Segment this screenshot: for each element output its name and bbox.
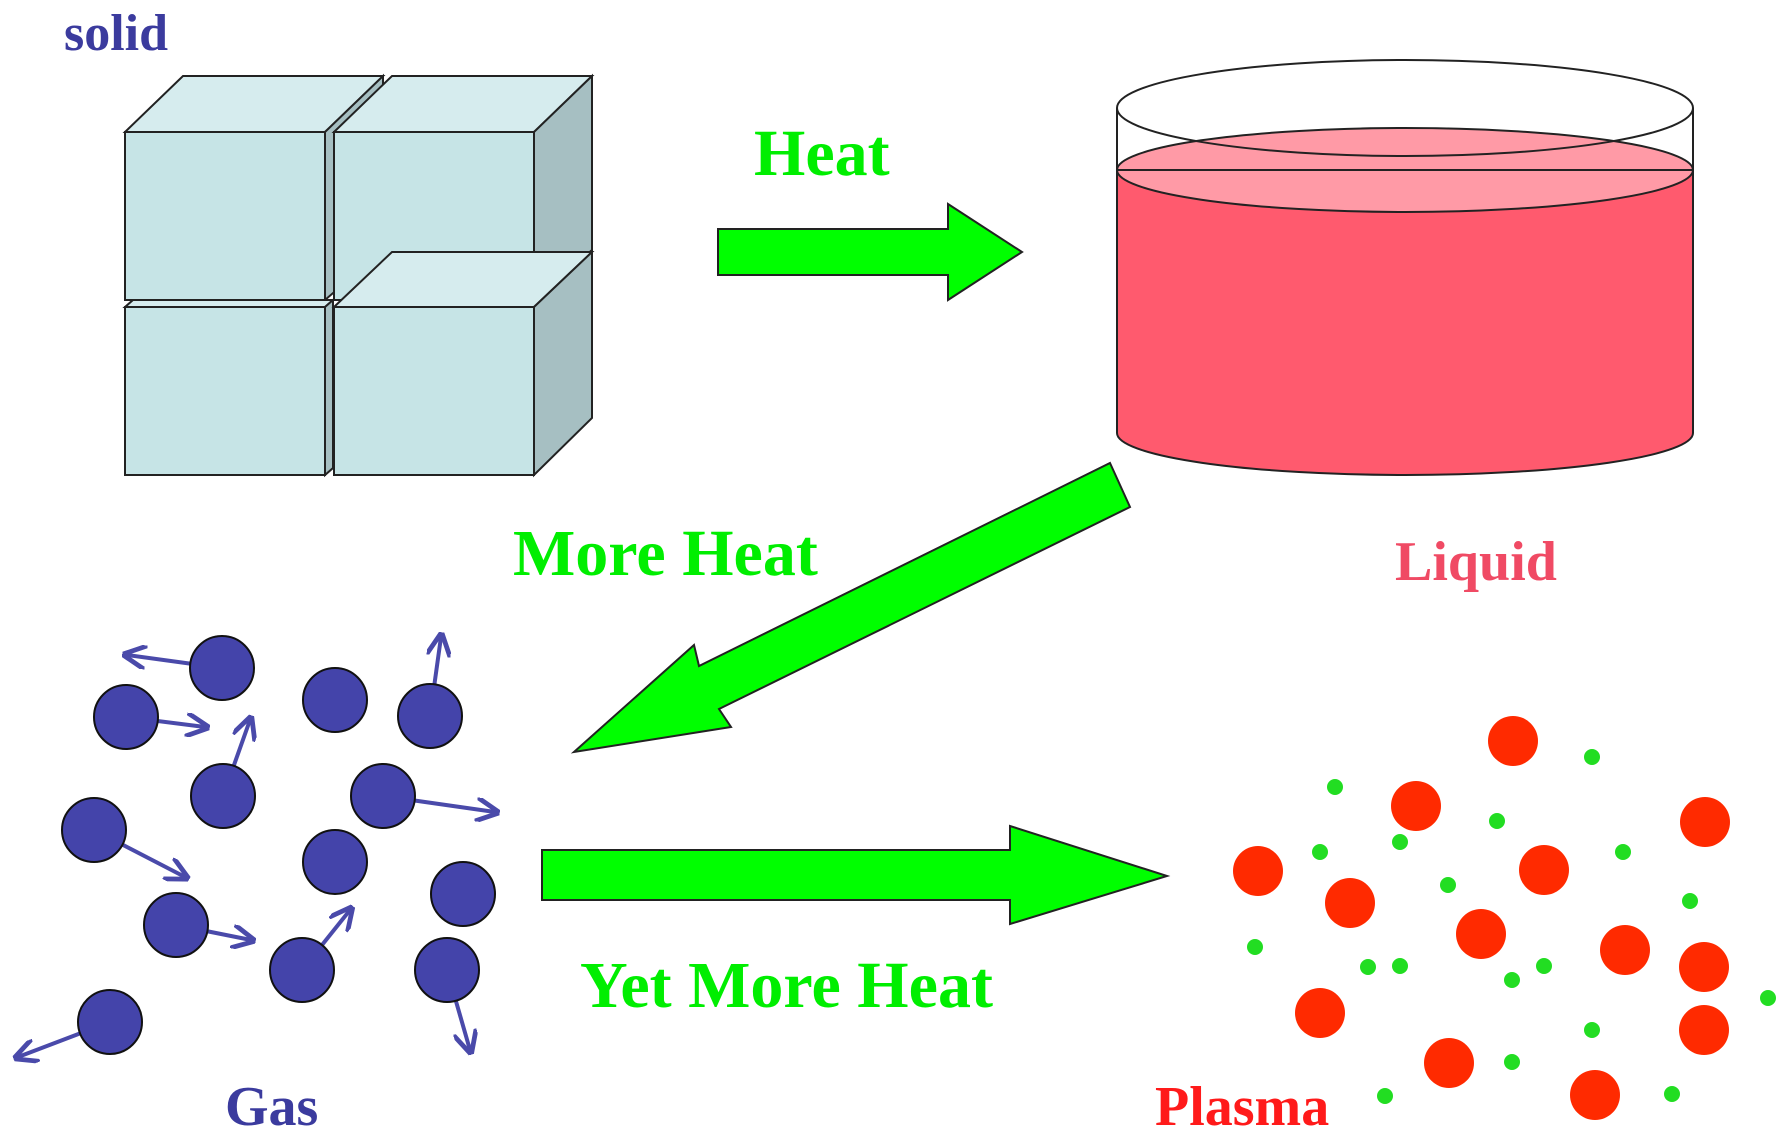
cube-bottom-right	[331, 249, 595, 478]
plasma-electron	[1440, 877, 1456, 893]
gas-molecule	[93, 684, 159, 750]
plasma-ion	[1391, 781, 1441, 831]
plasma-electron	[1504, 972, 1520, 988]
yet-more-heat-label: Yet More Heat	[580, 949, 993, 1022]
plasma-ion	[1325, 878, 1375, 928]
plasma-ion	[1679, 1005, 1729, 1055]
solid-cubes	[122, 73, 595, 478]
plasma-label: Plasma	[1155, 1076, 1329, 1132]
plasma-electron	[1327, 779, 1343, 795]
gas-molecule	[77, 989, 143, 1055]
gas-particle	[61, 797, 185, 877]
gas-label: Gas	[225, 1076, 318, 1132]
gas-molecule	[269, 937, 335, 1003]
gas-molecule	[414, 937, 480, 1003]
gas-molecule	[302, 829, 368, 895]
plasma-electron	[1760, 990, 1776, 1006]
plasma-ion	[1233, 846, 1283, 896]
heat-arrow	[717, 202, 1024, 302]
gas-particle	[430, 861, 496, 927]
plasma-electron	[1615, 844, 1631, 860]
gas-particles	[18, 636, 495, 1057]
plasma-electron	[1360, 959, 1376, 975]
gas-molecule	[430, 861, 496, 927]
plasma-particles	[1233, 716, 1776, 1120]
liquid-label: Liquid	[1395, 531, 1557, 593]
plasma-electron	[1584, 749, 1600, 765]
gas-particle	[93, 684, 205, 750]
gas-particle	[269, 910, 350, 1003]
plasma-electron	[1504, 1054, 1520, 1070]
gas-particle	[302, 667, 368, 733]
plasma-ion	[1488, 716, 1538, 766]
plasma-electron	[1682, 893, 1698, 909]
plasma-electron	[1312, 844, 1328, 860]
solid-label: solid	[64, 5, 168, 62]
gas-molecule	[189, 635, 255, 701]
gas-molecule	[397, 683, 463, 749]
gas-molecule	[350, 763, 416, 829]
liquid-container	[1116, 59, 1694, 476]
cube-bottom-left	[122, 297, 336, 478]
plasma-electron	[1392, 958, 1408, 974]
gas-particle	[190, 720, 256, 829]
gas-particle	[302, 829, 368, 895]
gas-molecule	[143, 892, 209, 958]
cube-top-right	[331, 73, 595, 303]
gas-molecule	[302, 667, 368, 733]
more-heat-arrow	[570, 461, 1132, 754]
gas-particle	[127, 635, 255, 701]
gas-particle	[18, 989, 143, 1057]
gas-molecule	[190, 763, 256, 829]
more-heat-label: More Heat	[513, 517, 818, 590]
plasma-ion	[1519, 845, 1569, 895]
gas-particle	[143, 892, 251, 958]
gas-molecule	[61, 797, 127, 863]
plasma-electron	[1664, 1086, 1680, 1102]
plasma-ion	[1680, 797, 1730, 847]
plasma-electron	[1536, 958, 1552, 974]
plasma-electron	[1247, 939, 1263, 955]
plasma-ion	[1679, 942, 1729, 992]
plasma-electron	[1392, 834, 1408, 850]
plasma-ion	[1456, 909, 1506, 959]
gas-particle	[397, 637, 463, 749]
plasma-ion	[1424, 1038, 1474, 1088]
yet-more-heat-arrow	[541, 824, 1171, 926]
plasma-electron	[1489, 813, 1505, 829]
plasma-ion	[1295, 988, 1345, 1038]
heat-arrows	[541, 202, 1171, 926]
gas-particle	[414, 937, 480, 1050]
heat-label: Heat	[754, 117, 890, 190]
plasma-electron	[1377, 1088, 1393, 1104]
plasma-ion	[1570, 1070, 1620, 1120]
plasma-electron	[1584, 1022, 1600, 1038]
plasma-ion	[1600, 925, 1650, 975]
gas-particle	[350, 763, 495, 829]
